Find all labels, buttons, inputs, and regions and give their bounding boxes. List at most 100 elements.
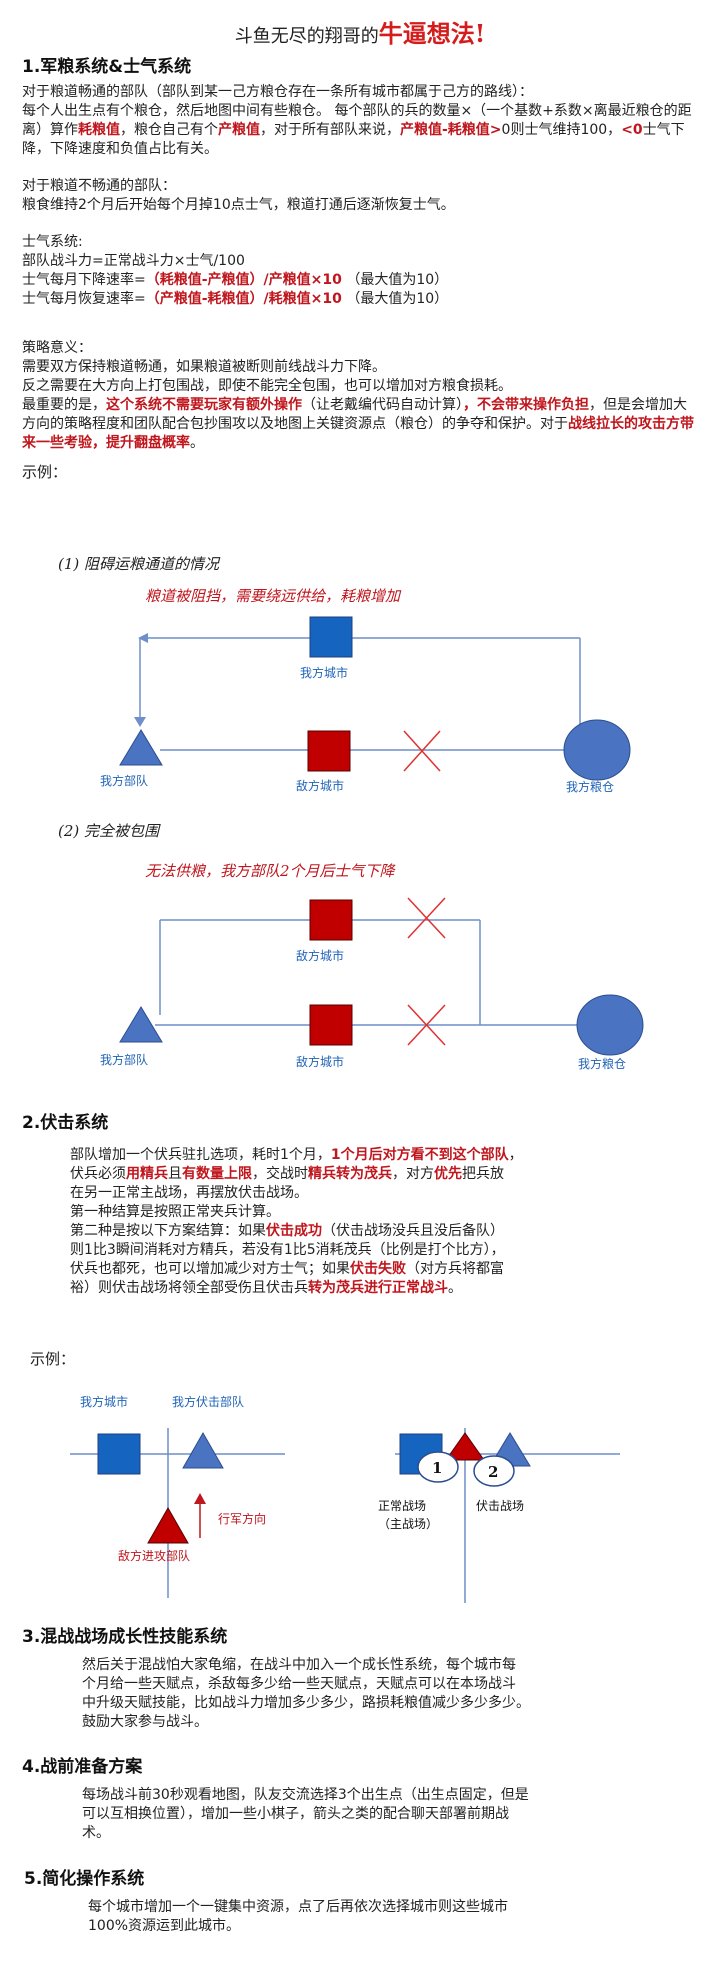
s1-p2: 对于粮道不畅通的部队： 粮食维持2个月后开始每个月掉10点士气，粮道打通后逐渐恢… [22, 177, 698, 215]
enemy-city-square [307, 730, 351, 772]
s1-text: ，但是会增加大方向的策略程度和团队配合包抄围攻以及地图上关键资源点（粮仓）的争夺… [22, 397, 687, 432]
section-1: 1.军粮系统&士气系统 对于粮道畅通的部队（部队到某一己方粮仓存在一条所有城市都… [22, 52, 698, 482]
battlefield-1-circle [417, 1451, 459, 1483]
s1-red: （耗粮值-产粮值）/产粮值×10 [145, 272, 342, 288]
d3-ambush-field-label: 伏击战场 [476, 1499, 524, 1513]
page-title: 斗鱼无尽的翔哥的牛逼想法! [0, 0, 720, 49]
d1-note: 粮道被阻挡，需要绕远供给，耗粮增加 [145, 587, 402, 605]
enemy-attack-triangle [147, 1506, 189, 1544]
section-3-heading: 3.混战战场成长性技能系统 [22, 1627, 228, 1647]
d3-our-ambush-label: 我方伏击部队 [172, 1394, 244, 1409]
d1-caption: (1) 阻碍运粮通道的情况 [58, 555, 221, 573]
s1-p3-line: 士气每月下降速率= [22, 272, 146, 288]
blocked-x-icon [403, 730, 441, 772]
arrow-down-icon [134, 717, 146, 727]
s2-paragraph: 部队增加一个伏兵驻扎选项，耗时1个月，1个月后对方看不到这个部队， 伏兵必须用精… [70, 1146, 650, 1298]
s1-p4-line: 反之需要在大方向上打包围战，即使不能完全包围，也可以增加对方粮食损耗。 [22, 378, 512, 394]
s3-text: 然后关于混战怕大家龟缩，在战斗中加入一个成长性系统，每个城市每 [82, 1657, 516, 1673]
s1-red: 产粮值-耗粮值> [400, 122, 502, 138]
s2-text: 第二种是按以下方案结算：如果 [70, 1223, 266, 1239]
s2-red: 用精兵 [126, 1166, 168, 1182]
section-5-body: 每个城市增加一个一键集中资源，点了后再依次选择城市则这些城市 100%资源运到此… [88, 1898, 648, 1936]
d2-enemy-city-1-label: 敌方城市 [296, 948, 344, 963]
s1-red: 战线拉长的攻击方带来一些考验，提升翻盘概率 [22, 416, 694, 451]
s1-red: 耗粮值 [78, 122, 120, 138]
section-4: 4.战前准备方案 [22, 1752, 698, 1777]
s2-example-label-wrap: 示例： [30, 1350, 706, 1369]
s2-text: 且 [168, 1166, 182, 1182]
d3-enemy-attack-label: 敌方进攻部队 [118, 1548, 190, 1563]
d1-granary-label: 我方粮仓 [566, 779, 614, 794]
s1-p3-line: 部队战斗力=正常战斗力×士气/100 [22, 253, 245, 269]
s2-text: （对方兵将都富 [406, 1261, 504, 1277]
section-5-heading: 5.简化操作系统 [24, 1869, 145, 1889]
s2-red: 转为茂兵进行正常战斗 [308, 1280, 448, 1296]
s1-example-label: 示例： [22, 463, 68, 481]
s2-text: （伏击战场没兵且没后备队） [322, 1223, 504, 1239]
s1-text: （最大值为10） [346, 272, 449, 288]
s2-red: 伏击失败 [350, 1261, 406, 1277]
s5-text: 每个城市增加一个一键集中资源，点了后再依次选择城市则这些城市 [88, 1899, 508, 1915]
blocked-x-icon [407, 1004, 446, 1046]
s2-text: ，对方 [392, 1166, 434, 1182]
title-highlight: 牛逼想法! [378, 19, 486, 48]
s4-paragraph: 每场战斗前30秒观看地图，队友交流选择3个出生点（出生点固定，但是 可以互相换位… [82, 1786, 662, 1843]
s1-red: 这个系统不需要玩家有额外操作 [106, 397, 302, 413]
enemy-city-square [309, 1004, 353, 1046]
battlefield-2-circle [473, 1455, 515, 1487]
s2-text: 伏兵也都死，也可以增加减少对方士气；如果 [70, 1261, 350, 1277]
our-ambush-triangle [182, 1431, 224, 1469]
diagram-1: (1) 阻碍运粮通道的情况 粮道被阻挡，需要绕远供给，耗粮增加 我方城市 我方部… [58, 555, 631, 794]
d2-our-army-label: 我方部队 [100, 1052, 148, 1067]
s1-text: 士气下降，下降速度和负值占比有关。 [22, 122, 685, 157]
s1-p4-line: 需要双方保持粮道畅通，如果粮道被断则前线战斗力下降。 [22, 359, 386, 375]
diagram-3: 我方城市 我方伏击部队 行军方向 敌方进攻部队 1 2 正常战场 （主战场） 伏… [70, 1394, 620, 1603]
s1-text: （让老戴编代码自动计算） [302, 397, 463, 413]
s1-p1: 对于粮道畅通的部队（部队到某一己方粮仓存在一条所有城市都属于己方的路线）： 每个… [22, 83, 698, 159]
s1-text: 。 [190, 435, 204, 451]
s2-red: 1个月后对方看不到这个部队 [330, 1147, 509, 1163]
d2-caption: (2) 完全被包围 [58, 822, 161, 840]
our-army-triangle [119, 1006, 163, 1043]
our-city-square [309, 616, 353, 658]
arrow-left-icon [138, 633, 148, 643]
s2-text: 第一种结算是按照正常夹兵计算。 [70, 1204, 280, 1220]
our-granary-circle [563, 719, 631, 781]
d3-march-label: 行军方向 [218, 1511, 266, 1526]
s5-paragraph: 每个城市增加一个一键集中资源，点了后再依次选择城市则这些城市 100%资源运到此… [88, 1898, 648, 1936]
s2-text: 把兵放 [462, 1166, 504, 1182]
s2-text: 部队增加一个伏兵驻扎选项，耗时1个月， [70, 1147, 331, 1163]
s2-text: 裕）则伏击战场将领全部受伤且伏击兵 [70, 1280, 308, 1296]
s1-p1-head: 对于粮道畅通的部队（部队到某一己方粮仓存在一条所有城市都属于己方的路线）： [22, 84, 533, 100]
s1-red: （产粮值-耗粮值）/耗粮值×10 [145, 291, 342, 307]
s1-text: 0则士气维持100， [501, 122, 622, 138]
s4-text: 可以互相换位置），增加一些小棋子，箭头之类的配合聊天部署前期战 [82, 1806, 509, 1822]
s1-p2-head: 对于粮道不畅通的部队： [22, 178, 176, 194]
s3-paragraph: 然后关于混战怕大家龟缩，在战斗中加入一个成长性系统，每个城市每 个月给一些天赋点… [82, 1656, 662, 1732]
s2-text: 在另一正常主战场，再摆放伏击战场。 [70, 1185, 308, 1201]
section-4-body: 每场战斗前30秒观看地图，队友交流选择3个出生点（出生点固定，但是 可以互相换位… [82, 1786, 662, 1843]
d1-our-army-label: 我方部队 [100, 773, 148, 788]
s5-text: 100%资源运到此城市。 [88, 1918, 241, 1934]
s1-p3-head: 士气系统: [22, 234, 83, 250]
s2-text: 伏兵必须 [70, 1166, 126, 1182]
s1-p1-text: 每个人出生点有个粮仓，然后地图中间有些粮仓。 每个部队的兵的数量×（一个基数+系… [22, 103, 692, 138]
s1-p4: 策略意义： 需要双方保持粮道畅通，如果粮道被断则前线战斗力下降。 反之需要在大方… [22, 339, 698, 453]
arrow-up-icon [194, 1493, 206, 1504]
s1-text: （最大值为10） [346, 291, 449, 307]
section-4-heading: 4.战前准备方案 [22, 1757, 143, 1777]
s1-text: ，粮仓自己有个 [120, 122, 218, 138]
enemy-city-square [309, 899, 353, 941]
s2-text: 。 [448, 1280, 462, 1296]
s2-red: 精兵转为茂兵 [308, 1166, 392, 1182]
section-1-heading: 1.军粮系统&士气系统 [22, 57, 192, 77]
s1-p3: 士气系统: 部队战斗力=正常战斗力×士气/100 士气每月下降速率=（耗粮值-产… [22, 233, 698, 309]
section-2-body: 部队增加一个伏兵驻扎选项，耗时1个月，1个月后对方看不到这个部队， 伏兵必须用精… [70, 1146, 650, 1298]
s2-red: 优先 [434, 1166, 462, 1182]
d1-enemy-city-label: 敌方城市 [296, 778, 344, 793]
our-city-square [97, 1433, 141, 1475]
diagram-2: (2) 完全被包围 无法供粮，我方部队2个月后士气下降 敌方城市 我方部队 敌方… [58, 822, 644, 1071]
blocked-x-icon [407, 897, 446, 939]
s4-text: 每场战斗前30秒观看地图，队友交流选择3个出生点（出生点固定，但是 [82, 1787, 529, 1803]
